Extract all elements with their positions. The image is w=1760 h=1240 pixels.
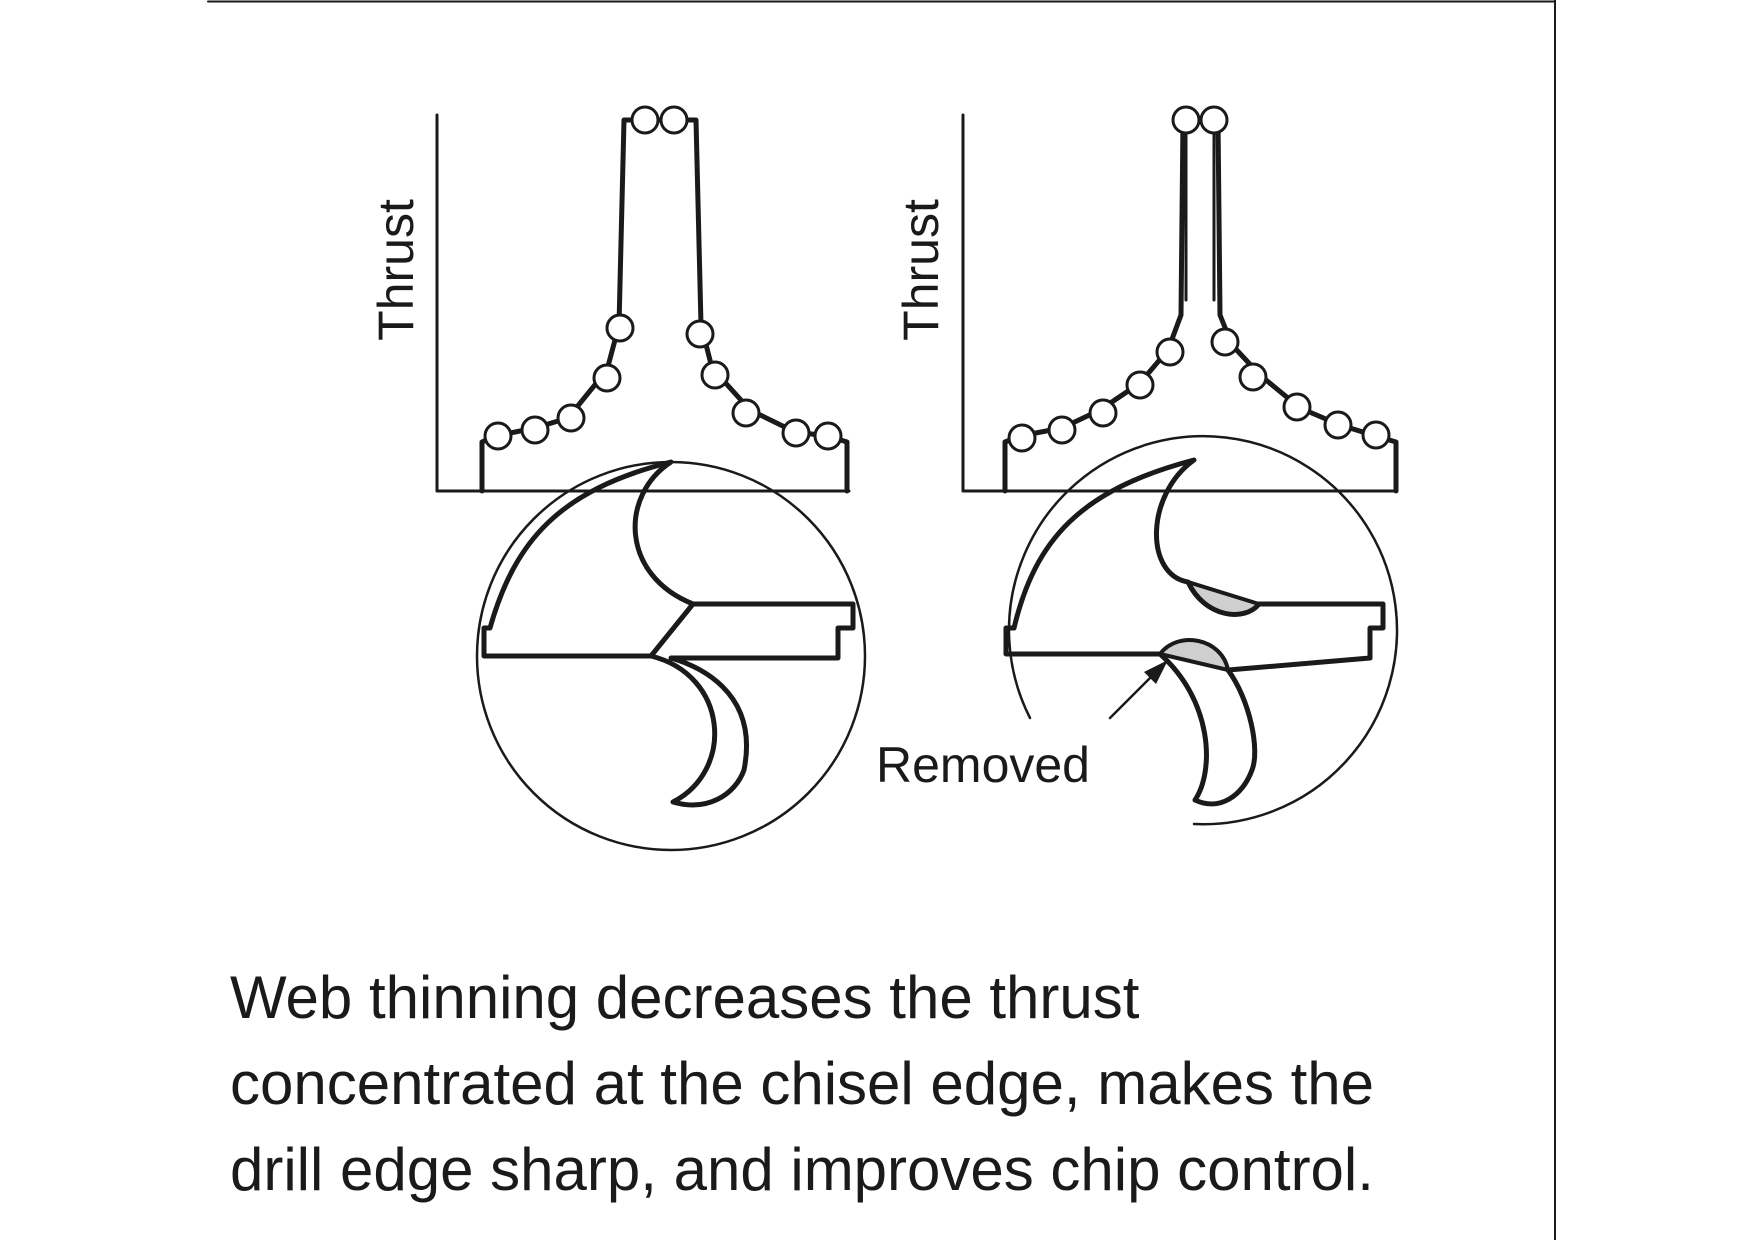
- bead: [1323, 410, 1353, 440]
- bead: [1210, 327, 1240, 357]
- bead: [1007, 423, 1037, 453]
- left-panel: Thrust: [368, 105, 867, 852]
- bead: [592, 363, 622, 393]
- caption-line: concentrated at the chisel edge, makes t…: [230, 1050, 1375, 1117]
- left-chisel-edge: [648, 601, 696, 659]
- right-panel: Thrust: [876, 105, 1399, 826]
- bead: [813, 421, 843, 451]
- bead: [685, 319, 715, 349]
- bead: [1238, 362, 1268, 392]
- right-thrust-curve-inner: [1184, 118, 1216, 302]
- left-axes: [435, 113, 851, 493]
- removed-label: Removed: [876, 737, 1090, 793]
- right-drill-flutes: [1003, 457, 1386, 807]
- bead: [700, 360, 730, 390]
- bead: [1199, 105, 1229, 135]
- right-axes: [961, 113, 1398, 493]
- left-drill-flutes: [481, 459, 856, 808]
- left-thrust-label: Thrust: [368, 199, 424, 341]
- bead: [1361, 420, 1391, 450]
- caption: Web thinning decreases the thrust concen…: [230, 955, 1530, 1213]
- bead: [1171, 105, 1201, 135]
- bead: [556, 403, 586, 433]
- bead: [605, 313, 635, 343]
- right-thrust-beads: [1007, 105, 1391, 453]
- right-drill-circle: [1007, 434, 1399, 826]
- left-thrust-beads: [483, 105, 843, 451]
- bead: [731, 398, 761, 428]
- bead: [1047, 415, 1077, 445]
- bead: [483, 421, 513, 451]
- removed-area-lower: [1156, 638, 1231, 673]
- removed-arrow-head: [1144, 660, 1168, 684]
- caption-line: Web thinning decreases the thrust: [230, 964, 1140, 1031]
- bead: [659, 105, 689, 135]
- bead: [781, 418, 811, 448]
- bead: [520, 415, 550, 445]
- bead: [1125, 370, 1155, 400]
- bead: [630, 105, 660, 135]
- caption-line: drill edge sharp, and improves chip cont…: [230, 1136, 1374, 1203]
- bead: [1155, 337, 1185, 367]
- right-thrust-label: Thrust: [893, 199, 949, 341]
- bead: [1088, 398, 1118, 428]
- bead: [1282, 392, 1312, 422]
